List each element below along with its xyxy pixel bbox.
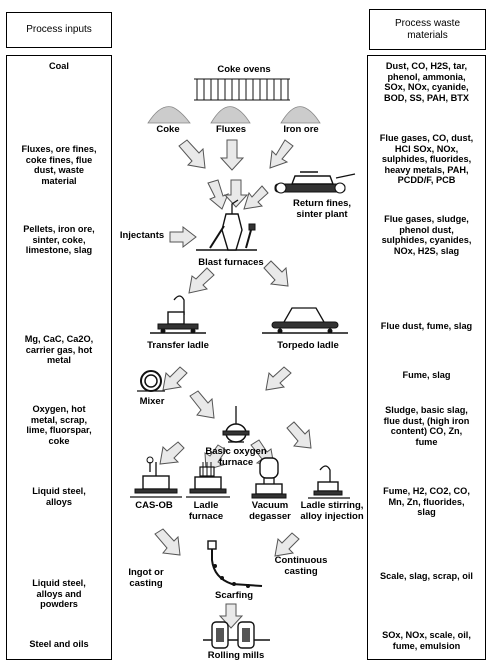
label-iron-ore: Iron ore <box>283 124 319 135</box>
label-scarfing: Scarfing <box>214 590 253 601</box>
label-rolling-mills: Rolling mills <box>207 650 265 661</box>
vacuum-degasser-icon <box>251 457 287 499</box>
outputs-column <box>367 55 486 660</box>
input-mg-cac: Mg, CaC, Ca2O, carrier gas, hot metal <box>24 334 94 366</box>
arrow-injectants <box>169 225 197 249</box>
process-inputs-header: Process inputs <box>6 12 112 48</box>
output-sinter: Flue gases, CO, dust, HCl SOx, NOx, sulp… <box>379 133 474 186</box>
arrow-transfer-to-mixer <box>162 366 188 391</box>
input-oxygen: Oxygen, hot metal, scrap, lime, fluorspa… <box>26 404 92 446</box>
arrow-bof-to-stirring <box>286 421 312 449</box>
input-liquid-steel-alloys: Liquid steel, alloys <box>32 486 86 507</box>
output-rolling: SOx, NOx, scale, oil, fume, emulsion <box>382 630 471 651</box>
coke-ovens-icon <box>194 78 290 101</box>
blast-furnace-icon <box>196 199 257 251</box>
continuous-casting-icon <box>207 540 263 588</box>
output-mixer: Fume, slag <box>402 370 451 380</box>
fluxes-pile-icon <box>210 106 251 124</box>
cas-ob-icon <box>130 456 182 498</box>
label-cas-ob: CAS-OB <box>135 500 173 511</box>
label-torpedo-ladle: Torpedo ladle <box>277 340 339 351</box>
label-ingot-casting: Ingot or casting <box>128 567 164 589</box>
arrow-ore-to-sinter <box>269 139 294 169</box>
arrow-coke-to-sinter <box>178 139 206 169</box>
input-steel-oils: Steel and oils <box>29 639 89 649</box>
arrow-stirring-to-casting <box>274 532 300 557</box>
output-ladles: Flue dust, fume, slag <box>380 321 473 331</box>
output-blast-furnace: Flue gases, sludge, phenol dust, sulphid… <box>381 214 472 256</box>
ladle-stirring-icon <box>308 465 350 499</box>
input-liquid-steel-powders: Liquid steel, alloys and powders <box>32 578 86 610</box>
label-injectants: Injectants <box>119 230 165 241</box>
arrow-sinter-to-blast <box>243 185 269 210</box>
output-secondary-metallurgy: Fume, H2, CO2, CO, Mn, Zn, fluorides, sl… <box>383 486 470 518</box>
label-transfer-ladle: Transfer ladle <box>147 340 209 351</box>
arrow-torpedo-to-bof <box>265 366 292 391</box>
label-coke-ovens: Coke ovens <box>217 64 271 75</box>
label-bof: Basic oxygen furnace <box>205 446 267 468</box>
arrow-blast-to-transfer <box>188 267 215 294</box>
output-bof: Sludge, basic slag, flue dust, (high iro… <box>383 405 470 447</box>
input-fluxes-ore-fines: Fluxes, ore fines, coke fines, flue dust… <box>21 144 97 186</box>
label-blast-furnaces: Blast furnaces <box>198 257 264 268</box>
arrow-mixer-to-bof <box>189 390 215 419</box>
bof-icon <box>222 406 250 443</box>
transfer-ladle-icon <box>150 295 206 334</box>
input-pellets: Pellets, iron ore, sinter, coke, limesto… <box>23 224 95 256</box>
torpedo-ladle-icon <box>262 307 348 334</box>
label-continuous-casting: Continuous casting <box>274 555 328 577</box>
arrow-blast-to-torpedo <box>263 260 289 287</box>
process-waste-header: Process waste materials <box>369 9 486 50</box>
sinter-plant-icon <box>274 171 356 194</box>
label-return-fines: Return fines, sinter plant <box>292 198 352 220</box>
label-mixer: Mixer <box>139 396 165 407</box>
output-coke-ovens: Dust, CO, H2S, tar, phenol, ammonia, SOx… <box>383 61 470 103</box>
inputs-column <box>6 55 112 660</box>
label-coke: Coke <box>156 124 180 135</box>
arrow-bof-to-casob <box>159 441 185 465</box>
output-casting: Scale, slag, scrap, oil <box>380 571 473 581</box>
label-fluxes: Fluxes <box>215 124 247 135</box>
arrow-to-blast-left <box>207 179 229 210</box>
rolling-mills-icon <box>203 621 270 649</box>
arrow-casob-to-casting <box>154 528 181 556</box>
ladle-furnace-icon <box>186 462 230 498</box>
mixer-icon <box>137 370 165 392</box>
label-ladle-stirring: Ladle stirring, alloy injection <box>300 500 364 522</box>
label-ladle-furnace: Ladle furnace <box>188 500 224 522</box>
iron-ore-pile-icon <box>280 106 321 124</box>
input-coal: Coal <box>49 61 69 71</box>
coke-pile-icon <box>147 106 191 124</box>
label-vacuum-degasser: Vacuum degasser <box>249 500 291 522</box>
arrow-fluxes-down <box>219 139 245 171</box>
arrow-fluxes-to-blast <box>223 179 249 208</box>
